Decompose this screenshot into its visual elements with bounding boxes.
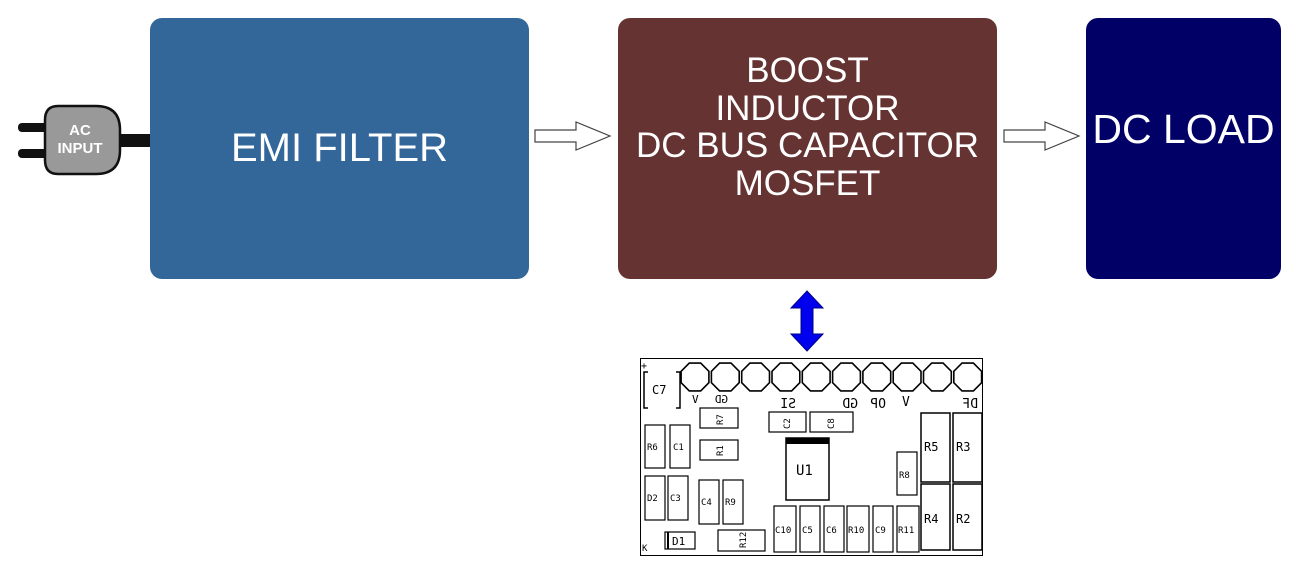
c9-label: C9 bbox=[875, 526, 886, 536]
header-pin bbox=[710, 362, 740, 392]
header-label-si: SI bbox=[780, 397, 796, 412]
header-label-op: OP bbox=[870, 397, 886, 412]
r4-label: R4 bbox=[924, 512, 938, 526]
c7-label: C7 bbox=[652, 383, 666, 397]
header-pin bbox=[831, 362, 862, 392]
c3-label: C3 bbox=[670, 494, 681, 504]
r6-outline bbox=[644, 424, 666, 469]
c4-label: C4 bbox=[701, 498, 712, 508]
r3-outline bbox=[952, 412, 983, 483]
pcb-k-mark: K bbox=[642, 544, 648, 554]
c3-outline bbox=[667, 475, 689, 521]
header-pin bbox=[922, 362, 953, 392]
r2-outline bbox=[952, 483, 983, 551]
ac-input-label-line1: AC bbox=[69, 122, 91, 139]
r4-outline bbox=[920, 483, 951, 551]
header-pin bbox=[862, 362, 892, 392]
r3-label: R3 bbox=[956, 440, 970, 454]
r10-outline bbox=[846, 505, 870, 553]
pcb-layout: + C7 V GD SI OP GD V DF R7 C2 C8 R6 C1 R… bbox=[640, 358, 983, 556]
flow-arrow-emi-to-boost bbox=[534, 121, 612, 151]
c9-outline bbox=[872, 505, 894, 553]
c5-label: C5 bbox=[802, 526, 813, 536]
plug-prong-bottom bbox=[18, 149, 52, 158]
c2-outline bbox=[768, 411, 807, 433]
c7-outline bbox=[643, 371, 648, 409]
r12-outline bbox=[717, 529, 766, 552]
r7-outline bbox=[699, 407, 739, 429]
boost-label-line3: DC BUS CAPACITOR bbox=[636, 126, 979, 165]
r1-label: R1 bbox=[716, 445, 726, 456]
r10-label: R10 bbox=[848, 526, 864, 536]
c10-outline bbox=[773, 505, 797, 553]
r12-label: R12 bbox=[739, 532, 749, 548]
c8-outline bbox=[809, 411, 854, 433]
c1-outline bbox=[669, 424, 691, 469]
r9-label: R9 bbox=[725, 498, 736, 508]
dc-load-label: DC LOAD bbox=[1092, 106, 1275, 152]
header-pin bbox=[952, 362, 983, 392]
r11-outline bbox=[896, 505, 920, 553]
emi-filter-label: EMI FILTER bbox=[230, 126, 449, 170]
r6-label: R6 bbox=[647, 443, 658, 453]
header-pin bbox=[771, 362, 801, 392]
header-pin bbox=[801, 362, 831, 392]
c6-label: C6 bbox=[826, 526, 837, 536]
header-pin bbox=[740, 362, 771, 392]
r5-outline bbox=[920, 412, 951, 483]
header-pin bbox=[680, 362, 710, 392]
r1-outline bbox=[699, 439, 739, 461]
header-pins bbox=[680, 362, 983, 392]
header-label-gd-right: GD bbox=[842, 397, 858, 412]
r7-label: R7 bbox=[716, 414, 726, 425]
c6-outline bbox=[823, 505, 845, 553]
header-label-v-left: V bbox=[692, 393, 699, 406]
r8-label: R8 bbox=[899, 471, 910, 481]
c2-label: C2 bbox=[783, 418, 793, 429]
r2-label: R2 bbox=[956, 512, 970, 526]
c8-label: C8 bbox=[827, 418, 837, 429]
boost-label-line1: BOOST bbox=[746, 51, 869, 90]
r11-label: R11 bbox=[898, 526, 914, 536]
plug-prong-top bbox=[18, 123, 52, 132]
r8-outline bbox=[896, 451, 918, 496]
boost-label-line4: MOSFET bbox=[734, 163, 881, 203]
bidirectional-link-arrow bbox=[789, 290, 825, 352]
dc-load-block: DC LOAD bbox=[1086, 18, 1281, 279]
c4-outline bbox=[698, 479, 720, 525]
pcb-plus-mark: + bbox=[641, 361, 647, 372]
d2-outline bbox=[644, 475, 666, 521]
header-label-v-right: V bbox=[902, 395, 910, 410]
c1-label: C1 bbox=[673, 443, 684, 453]
header-label-df: DF bbox=[962, 397, 978, 412]
d1-outline bbox=[664, 531, 696, 550]
header-pin bbox=[892, 362, 922, 392]
r5-label: R5 bbox=[924, 440, 938, 454]
ac-input-plug: AC INPUT bbox=[18, 104, 152, 176]
u1-label: U1 bbox=[796, 463, 813, 479]
boost-label-line2: INDUCTOR bbox=[715, 88, 900, 128]
boost-stage-block: BOOST INDUCTOR DC BUS CAPACITOR MOSFET bbox=[618, 18, 997, 279]
d1-label: D1 bbox=[672, 535, 685, 548]
header-label-gd-left: GD bbox=[715, 393, 728, 406]
d2-label: D2 bbox=[647, 494, 658, 504]
ac-input-label-line2: INPUT bbox=[58, 140, 103, 157]
c5-outline bbox=[799, 505, 821, 553]
c10-label: C10 bbox=[775, 526, 791, 536]
r9-outline bbox=[722, 479, 744, 525]
flow-arrow-boost-to-load bbox=[1003, 121, 1081, 151]
plug-body bbox=[43, 104, 122, 176]
emi-filter-block: EMI FILTER bbox=[150, 18, 529, 279]
